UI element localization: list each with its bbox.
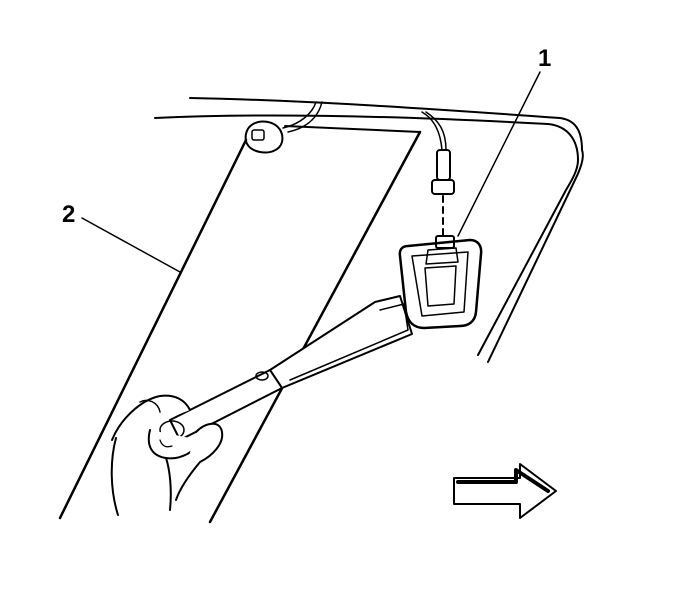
callout-2-leader <box>81 217 181 273</box>
callout-1-leader <box>457 71 541 237</box>
dome-lamp <box>398 235 483 330</box>
pillar-trim-panel <box>58 125 422 524</box>
technician-hand <box>110 394 224 516</box>
callout-label-1: 1 <box>538 45 551 72</box>
trim-removal-tool <box>159 295 413 441</box>
wire-harness <box>282 101 447 151</box>
right-arrow-icon <box>453 463 557 519</box>
wire-connector <box>431 149 455 237</box>
roof-edge <box>154 97 584 363</box>
callout-label-2: 2 <box>62 201 75 228</box>
trim-retainer <box>244 120 284 154</box>
